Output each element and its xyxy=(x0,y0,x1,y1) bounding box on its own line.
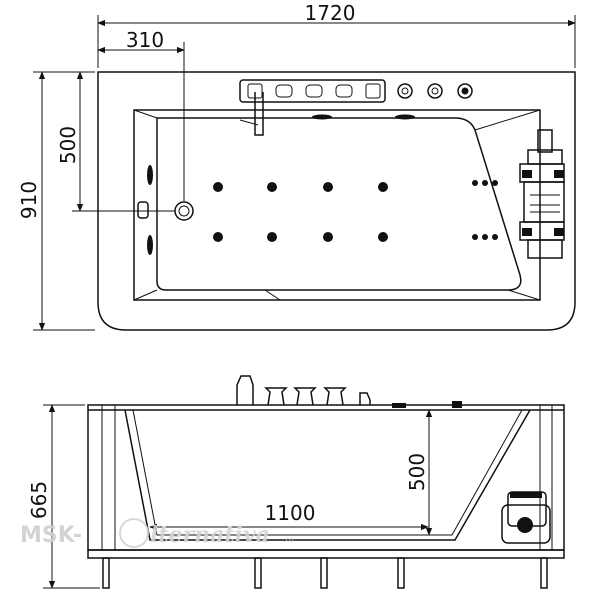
side-button xyxy=(452,401,462,408)
side-basin xyxy=(124,409,531,541)
side-knob xyxy=(293,387,317,406)
faucet-knob xyxy=(275,84,293,98)
side-jet xyxy=(147,165,153,185)
left-side-jets xyxy=(137,165,153,255)
side-faucets xyxy=(236,375,462,408)
bevel-line xyxy=(133,109,158,119)
faucet-knob xyxy=(305,84,323,98)
dim-label-310: 310 xyxy=(126,28,164,52)
jet xyxy=(213,232,223,242)
jet xyxy=(323,182,333,192)
bevel-line xyxy=(507,289,541,301)
dim-overall-width: 910 xyxy=(17,71,95,331)
jet xyxy=(323,232,333,242)
pump-part xyxy=(523,181,565,223)
headrest-line xyxy=(264,289,490,301)
spout-shadow xyxy=(239,119,259,126)
top-outer-outline xyxy=(97,71,576,331)
spout xyxy=(254,92,264,136)
leg xyxy=(397,557,405,589)
side-view: 665 500 1100 xyxy=(27,375,565,589)
side-knob xyxy=(323,387,347,406)
control-buttons xyxy=(397,83,473,99)
jet xyxy=(378,232,388,242)
side-spout xyxy=(236,375,254,405)
overflow-drain xyxy=(137,201,149,219)
watermark-suffix: .ru xyxy=(283,535,294,544)
overflow-slot xyxy=(395,114,415,120)
back-jets xyxy=(472,180,498,240)
faucet-panel xyxy=(239,79,386,103)
pump-part xyxy=(527,239,563,259)
control-button xyxy=(457,83,473,99)
pump-motor xyxy=(501,504,551,544)
control-button xyxy=(397,83,413,99)
pump-port xyxy=(517,517,533,533)
watermark-brand: MSK- xyxy=(20,523,82,548)
dim-label-910: 910 xyxy=(17,181,41,219)
dim-inner-bottom-length: 1100 xyxy=(149,501,429,531)
pump-detail xyxy=(522,228,532,236)
control-button-center xyxy=(461,87,469,95)
control-button xyxy=(427,83,443,99)
dim-water-depth: 500 xyxy=(405,409,440,536)
side-jet xyxy=(147,235,153,255)
watermark: MSK- lternativa .ru xyxy=(20,518,294,548)
faucet-knob xyxy=(365,83,381,99)
watermark-script: lternativa xyxy=(150,522,270,548)
side-knob xyxy=(264,387,288,406)
watermark-logo-icon xyxy=(119,518,149,548)
leg xyxy=(540,557,548,589)
jet xyxy=(378,182,388,192)
pump-detail xyxy=(522,170,532,178)
drain-icon xyxy=(174,201,194,221)
pump-assembly-top xyxy=(519,129,565,259)
dim-label-1720: 1720 xyxy=(305,1,356,25)
dim-drain-offset: 310 xyxy=(97,28,185,201)
side-button xyxy=(392,403,406,408)
top-view: 1720 310 910 500 xyxy=(17,1,576,331)
faucet-knobs xyxy=(247,83,381,99)
leg xyxy=(254,557,262,589)
dim-label-500-side: 500 xyxy=(405,453,429,491)
dim-label-665: 665 xyxy=(27,481,51,519)
hydro-jets xyxy=(213,182,388,242)
leg xyxy=(320,557,328,589)
top-inner-rim xyxy=(133,109,541,301)
dim-drain-depth: 500 xyxy=(56,71,175,212)
pump-detail xyxy=(554,170,564,178)
pump-detail xyxy=(510,492,542,498)
top-basin xyxy=(156,117,522,291)
jet xyxy=(213,182,223,192)
base-rail xyxy=(87,549,565,559)
back-jet xyxy=(492,180,498,186)
back-jet xyxy=(482,180,488,186)
bevel-line xyxy=(133,289,158,301)
back-jet xyxy=(472,234,478,240)
bevel-line xyxy=(474,109,541,131)
pump-detail xyxy=(554,228,564,236)
side-diverter xyxy=(359,392,371,405)
dim-overall-length: 1720 xyxy=(97,1,576,68)
back-jet xyxy=(492,234,498,240)
faucet-knob xyxy=(335,84,353,98)
jet xyxy=(267,182,277,192)
jet xyxy=(267,232,277,242)
drain-center xyxy=(178,205,190,217)
back-jet xyxy=(482,234,488,240)
dim-label-500-top: 500 xyxy=(56,126,80,164)
dim-overall-height: 665 xyxy=(27,404,100,589)
back-jet xyxy=(472,180,478,186)
control-button-center xyxy=(431,87,439,95)
overflow-slot xyxy=(312,114,332,120)
side-basin-inner xyxy=(132,409,523,536)
leg xyxy=(102,557,110,589)
control-button-center xyxy=(401,87,409,95)
pump-assembly-side xyxy=(501,491,551,544)
support-legs xyxy=(102,557,548,589)
dim-label-1100: 1100 xyxy=(265,501,316,525)
pump-part xyxy=(537,129,553,153)
